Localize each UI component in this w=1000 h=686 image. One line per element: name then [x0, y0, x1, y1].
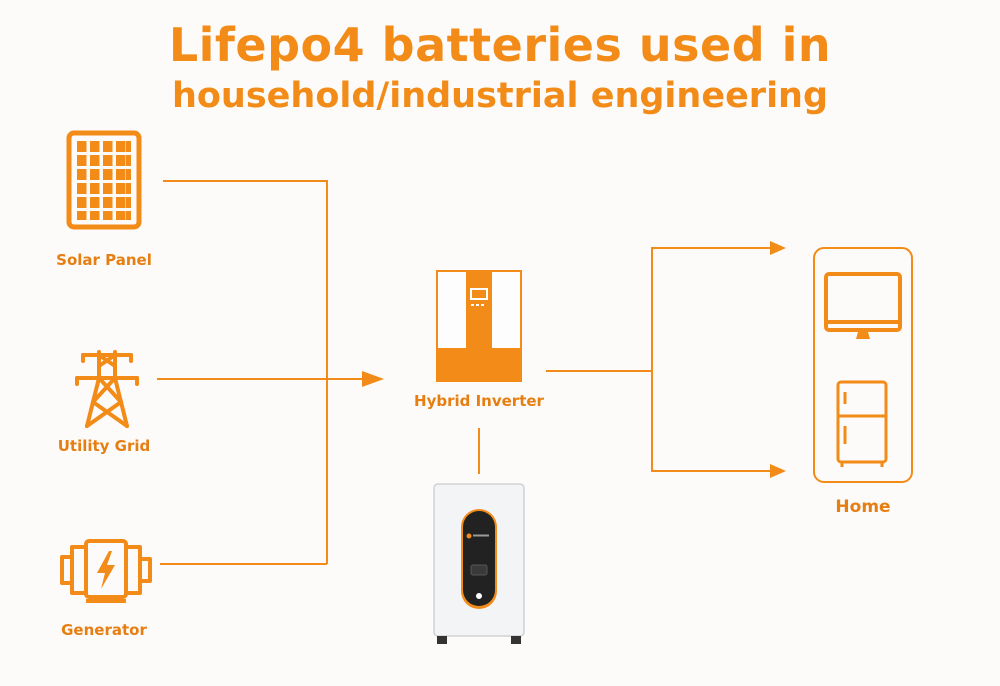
- hybrid-inverter-device: [436, 270, 522, 382]
- home-label: Home: [812, 497, 914, 517]
- home-panel: [812, 246, 914, 484]
- generator-label: Generator: [44, 621, 164, 639]
- generator-icon: [58, 535, 154, 605]
- utility-grid-label: Utility Grid: [44, 437, 164, 455]
- monitor-icon: [826, 274, 900, 339]
- arrow-to-home-bottom: [770, 464, 786, 478]
- solar-panel-label: Solar Panel: [44, 251, 164, 269]
- arrow-to-inverter: [362, 371, 384, 387]
- lifepo4-battery-device: [433, 483, 525, 647]
- refrigerator-icon: [838, 382, 886, 467]
- hybrid-inverter-label: Hybrid Inverter: [409, 392, 549, 410]
- solar-panel-icon: [66, 130, 142, 230]
- home-branch-connector: [652, 248, 776, 471]
- solar-connector: [163, 181, 327, 564]
- transmission-tower-icon: [73, 350, 141, 430]
- arrow-to-home-top: [770, 241, 786, 255]
